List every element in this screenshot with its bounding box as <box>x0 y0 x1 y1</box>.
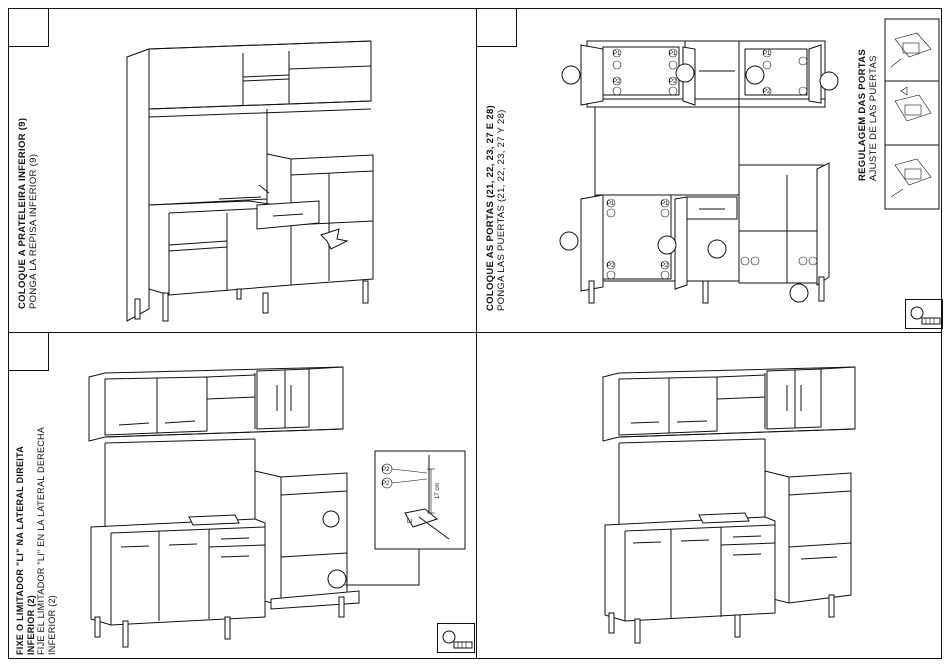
step-panel-4 <box>476 332 942 659</box>
part-label: P2 <box>613 79 621 85</box>
part-label: P1 <box>613 51 621 57</box>
cabinet-drawing-shelf <box>126 40 374 322</box>
part-label: P2 <box>763 89 771 95</box>
screw-icon <box>437 623 475 653</box>
part-label: P1 <box>763 51 771 57</box>
cabinet-drawing-doors: P1 P1 P2 P2 P1 P2 <box>559 18 940 304</box>
cabinet-drawing-complete <box>602 366 856 644</box>
step-number-box <box>9 333 49 371</box>
part-label: P2 <box>669 79 677 85</box>
step-panel-3: FIXE O LIMITADOR "LI" NA LATERAL DIREITA… <box>8 332 477 659</box>
part-label: P2 <box>607 263 615 269</box>
detail-measurement: 17 cm <box>435 483 441 499</box>
part-label: P1 <box>669 51 677 57</box>
step-panel-2: COLOQUE AS PORTAS (21, 22, 23, 27 E 28) … <box>476 8 943 333</box>
detail-part-label: P2 <box>382 481 390 487</box>
part-label: P1 <box>661 201 669 207</box>
detail-limiter-label: LI <box>407 519 412 525</box>
step-panel-1: COLOQUE A PRATELEIRA INFERIOR (9) PONGA … <box>8 8 477 333</box>
hinge-adjust-icon <box>890 32 932 198</box>
cabinet-drawing-limiter: P2 P2 17 cm LI <box>88 366 466 648</box>
screw-icon <box>905 299 943 329</box>
step-number-box <box>477 9 517 47</box>
detail-part-label: P2 <box>382 467 390 473</box>
part-label: P2 <box>661 263 669 269</box>
step-number-box <box>9 9 49 47</box>
part-label: P1 <box>607 201 615 207</box>
